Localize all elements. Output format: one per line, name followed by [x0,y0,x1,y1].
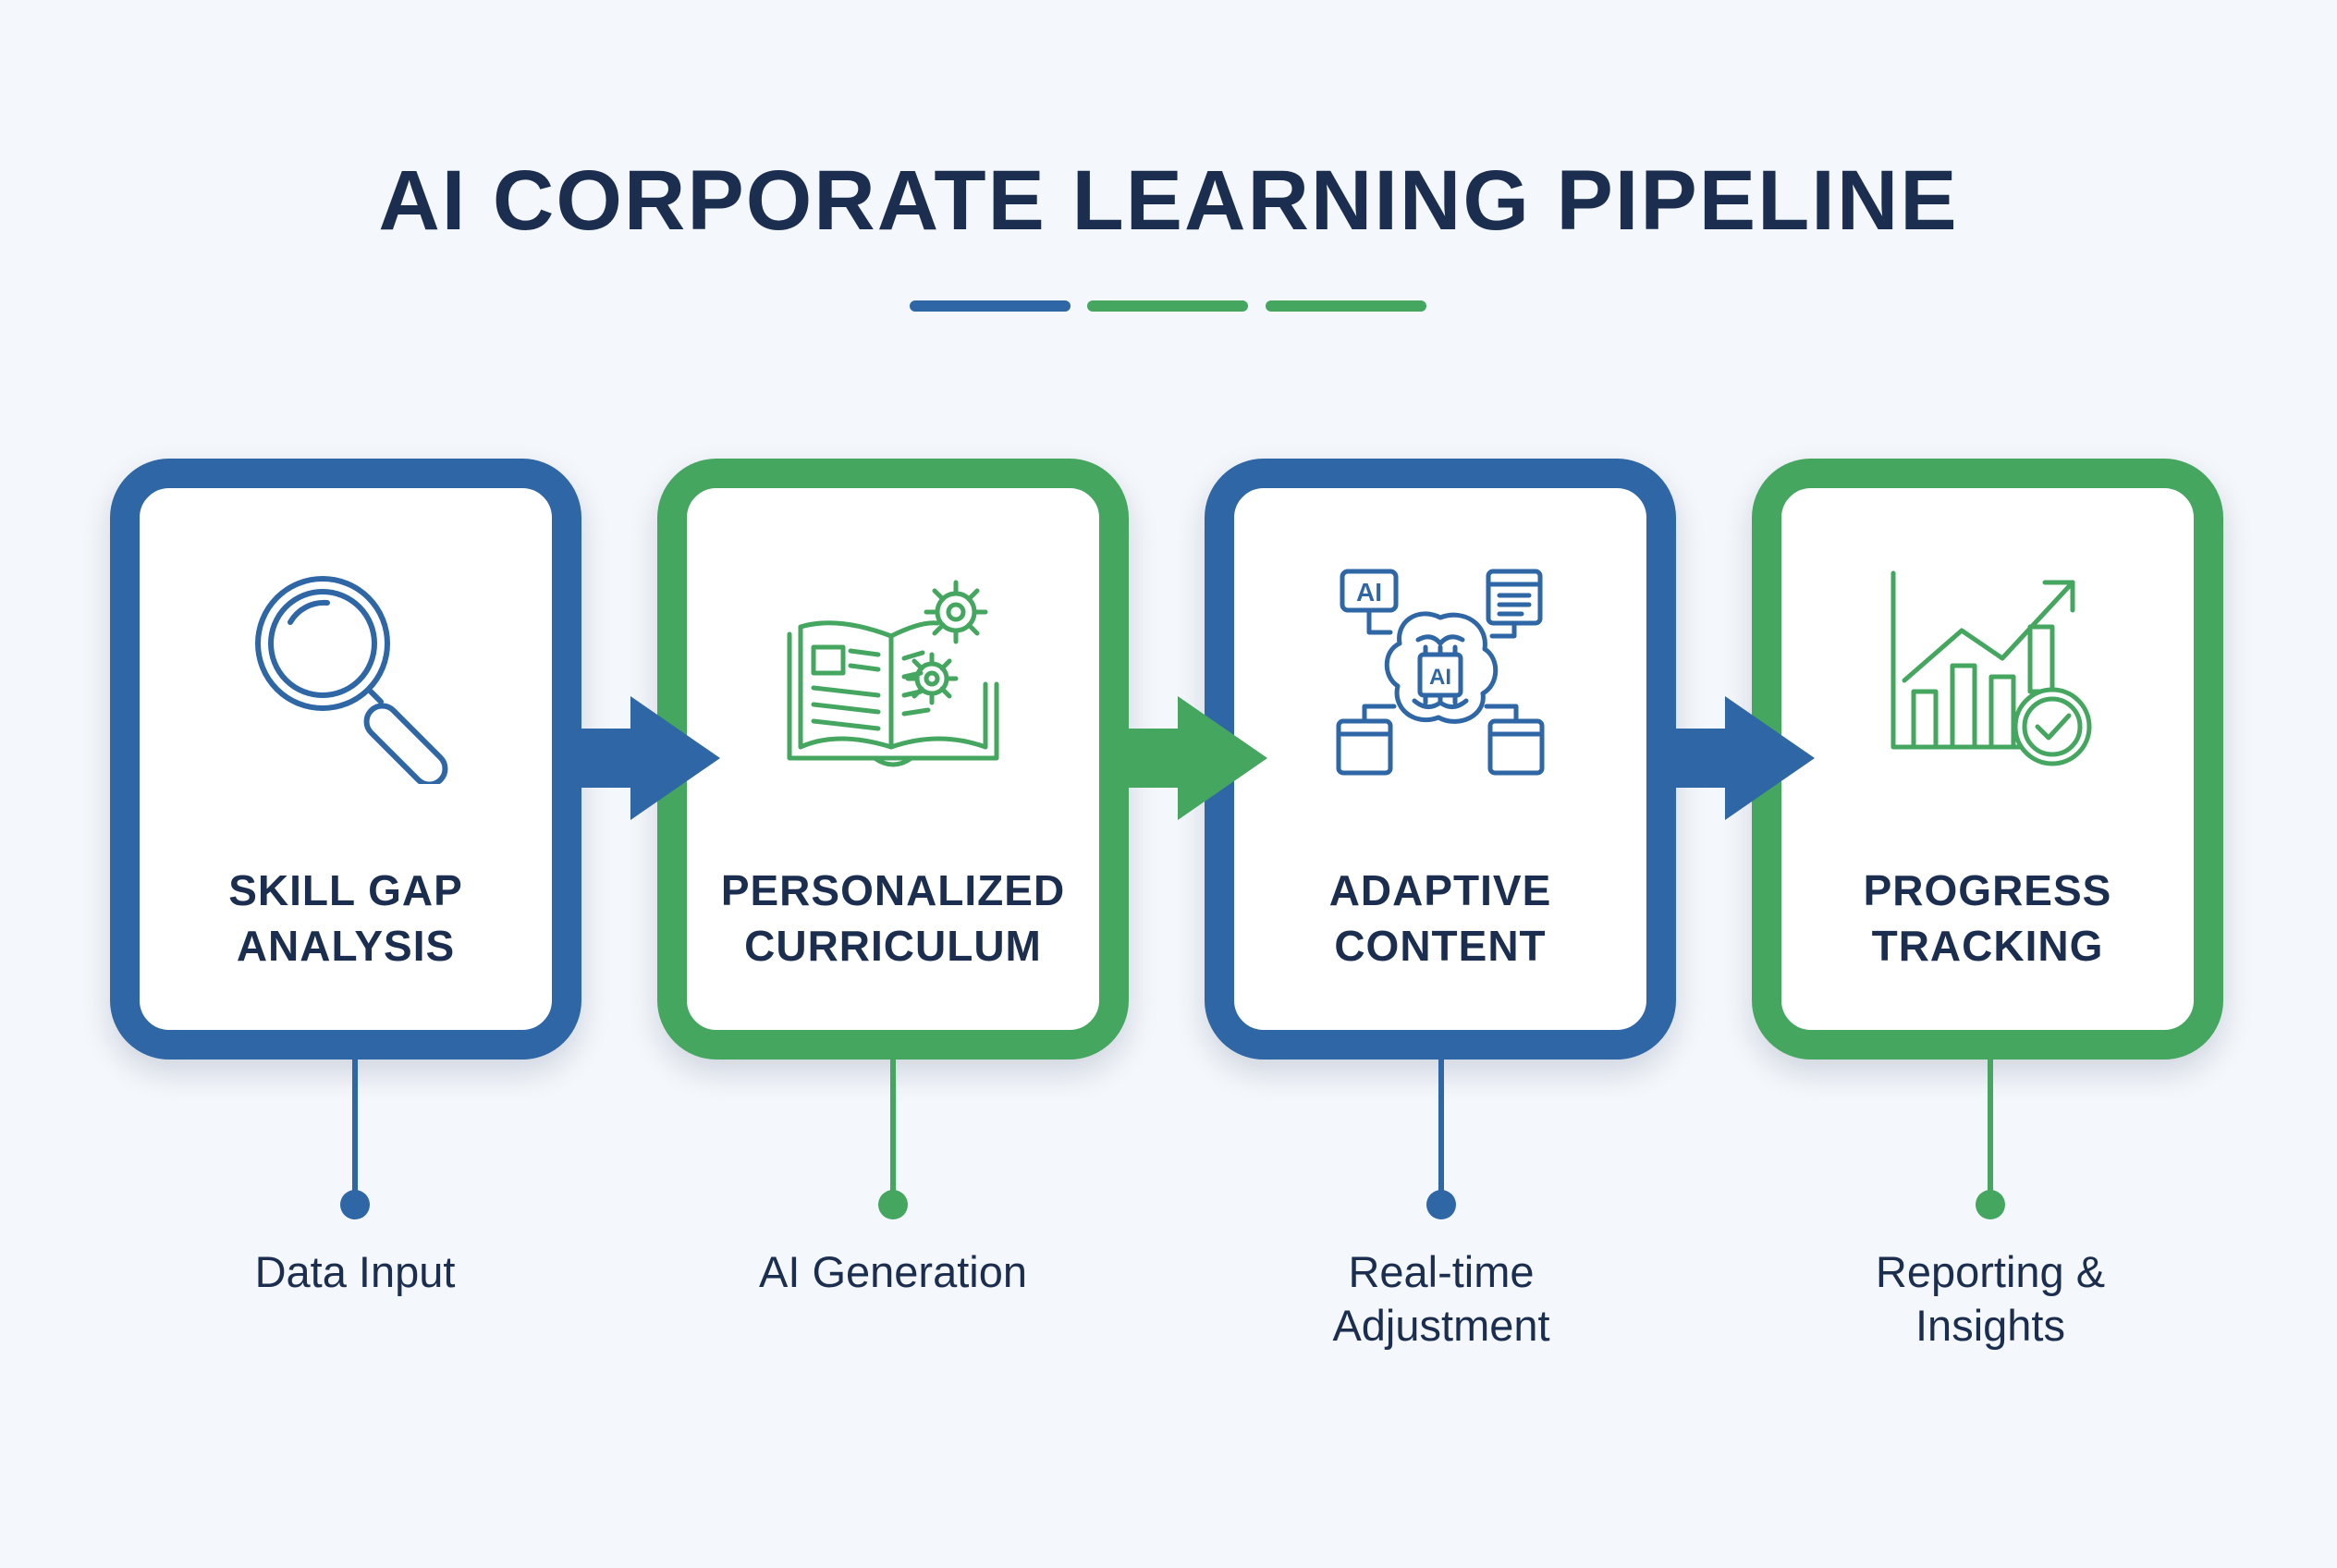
stage-connector-dot [1426,1190,1456,1219]
magnifying-glass-icon [255,576,448,784]
stage-connector-dot [1976,1190,2005,1219]
stage-caption-line: AI Generation [758,1247,1027,1296]
stage-title: PERSONALIZED CURRICULUM [687,863,1099,974]
stage-caption-line: Insights [1915,1301,2065,1350]
svg-text:AI: AI [1356,578,1382,606]
stage-title: SKILL GAP ANALYSIS [140,863,552,974]
title-underline-segment-2 [1087,300,1248,312]
stage-caption-ai-generation: AI Generation [662,1245,1124,1299]
stage-card-personalized-curriculum: PERSONALIZED CURRICULUM [657,459,1129,1060]
stage-caption-line: Data Input [254,1247,456,1296]
ai-brain-network-icon: AI AI [1336,569,1545,776]
stage-connector-line [1438,1060,1444,1194]
stage-caption-data-input: Data Input [124,1245,586,1299]
svg-text:AI: AI [1429,665,1451,690]
book-gears-icon [787,580,999,767]
stage-title-line: ANALYSIS [236,922,456,970]
stage-connector-line [890,1060,896,1194]
bar-chart-check-icon [1890,570,2092,766]
stage-title-line: PROGRESS [1863,866,2112,914]
stage-connector-line [352,1060,358,1194]
arrow-right-icon [1124,696,1267,820]
stage-card-progress-tracking: PROGRESS TRACKING [1752,459,2223,1060]
stage-connector-line [1988,1060,1993,1194]
stage-title-line: ADAPTIVE [1328,866,1552,914]
stage-title: ADAPTIVE CONTENT [1234,863,1646,974]
stage-title-line: TRACKING [1871,922,2104,970]
title-underline-segment-1 [910,300,1071,312]
page-title: AI CORPORATE LEARNING PIPELINE [378,153,1959,248]
stage-caption-real-time-adjustment: Real-time Adjustment [1210,1245,1672,1353]
stage-connector-dot [340,1190,370,1219]
stage-title: PROGRESS TRACKING [1781,863,2194,974]
stage-title-line: CURRICULUM [744,922,1042,970]
title-underline-segment-3 [1266,300,1426,312]
stage-caption-line: Reporting & [1875,1247,2106,1296]
stage-caption-line: Adjustment [1332,1301,1550,1350]
arrow-right-icon [577,696,720,820]
stage-caption-line: Real-time [1348,1247,1535,1296]
stage-card-skill-gap-analysis: SKILL GAP ANALYSIS [110,459,581,1060]
stage-title-line: PERSONALIZED [720,866,1066,914]
arrow-right-icon [1671,696,1815,820]
stage-card-adaptive-content: AI AI ADAPTIVE CONTENT [1205,459,1676,1060]
stage-caption-reporting-insights: Reporting & Insights [1759,1245,2221,1353]
stage-connector-dot [878,1190,908,1219]
stage-title-line: CONTENT [1334,922,1547,970]
stage-title-line: SKILL GAP [228,866,463,914]
